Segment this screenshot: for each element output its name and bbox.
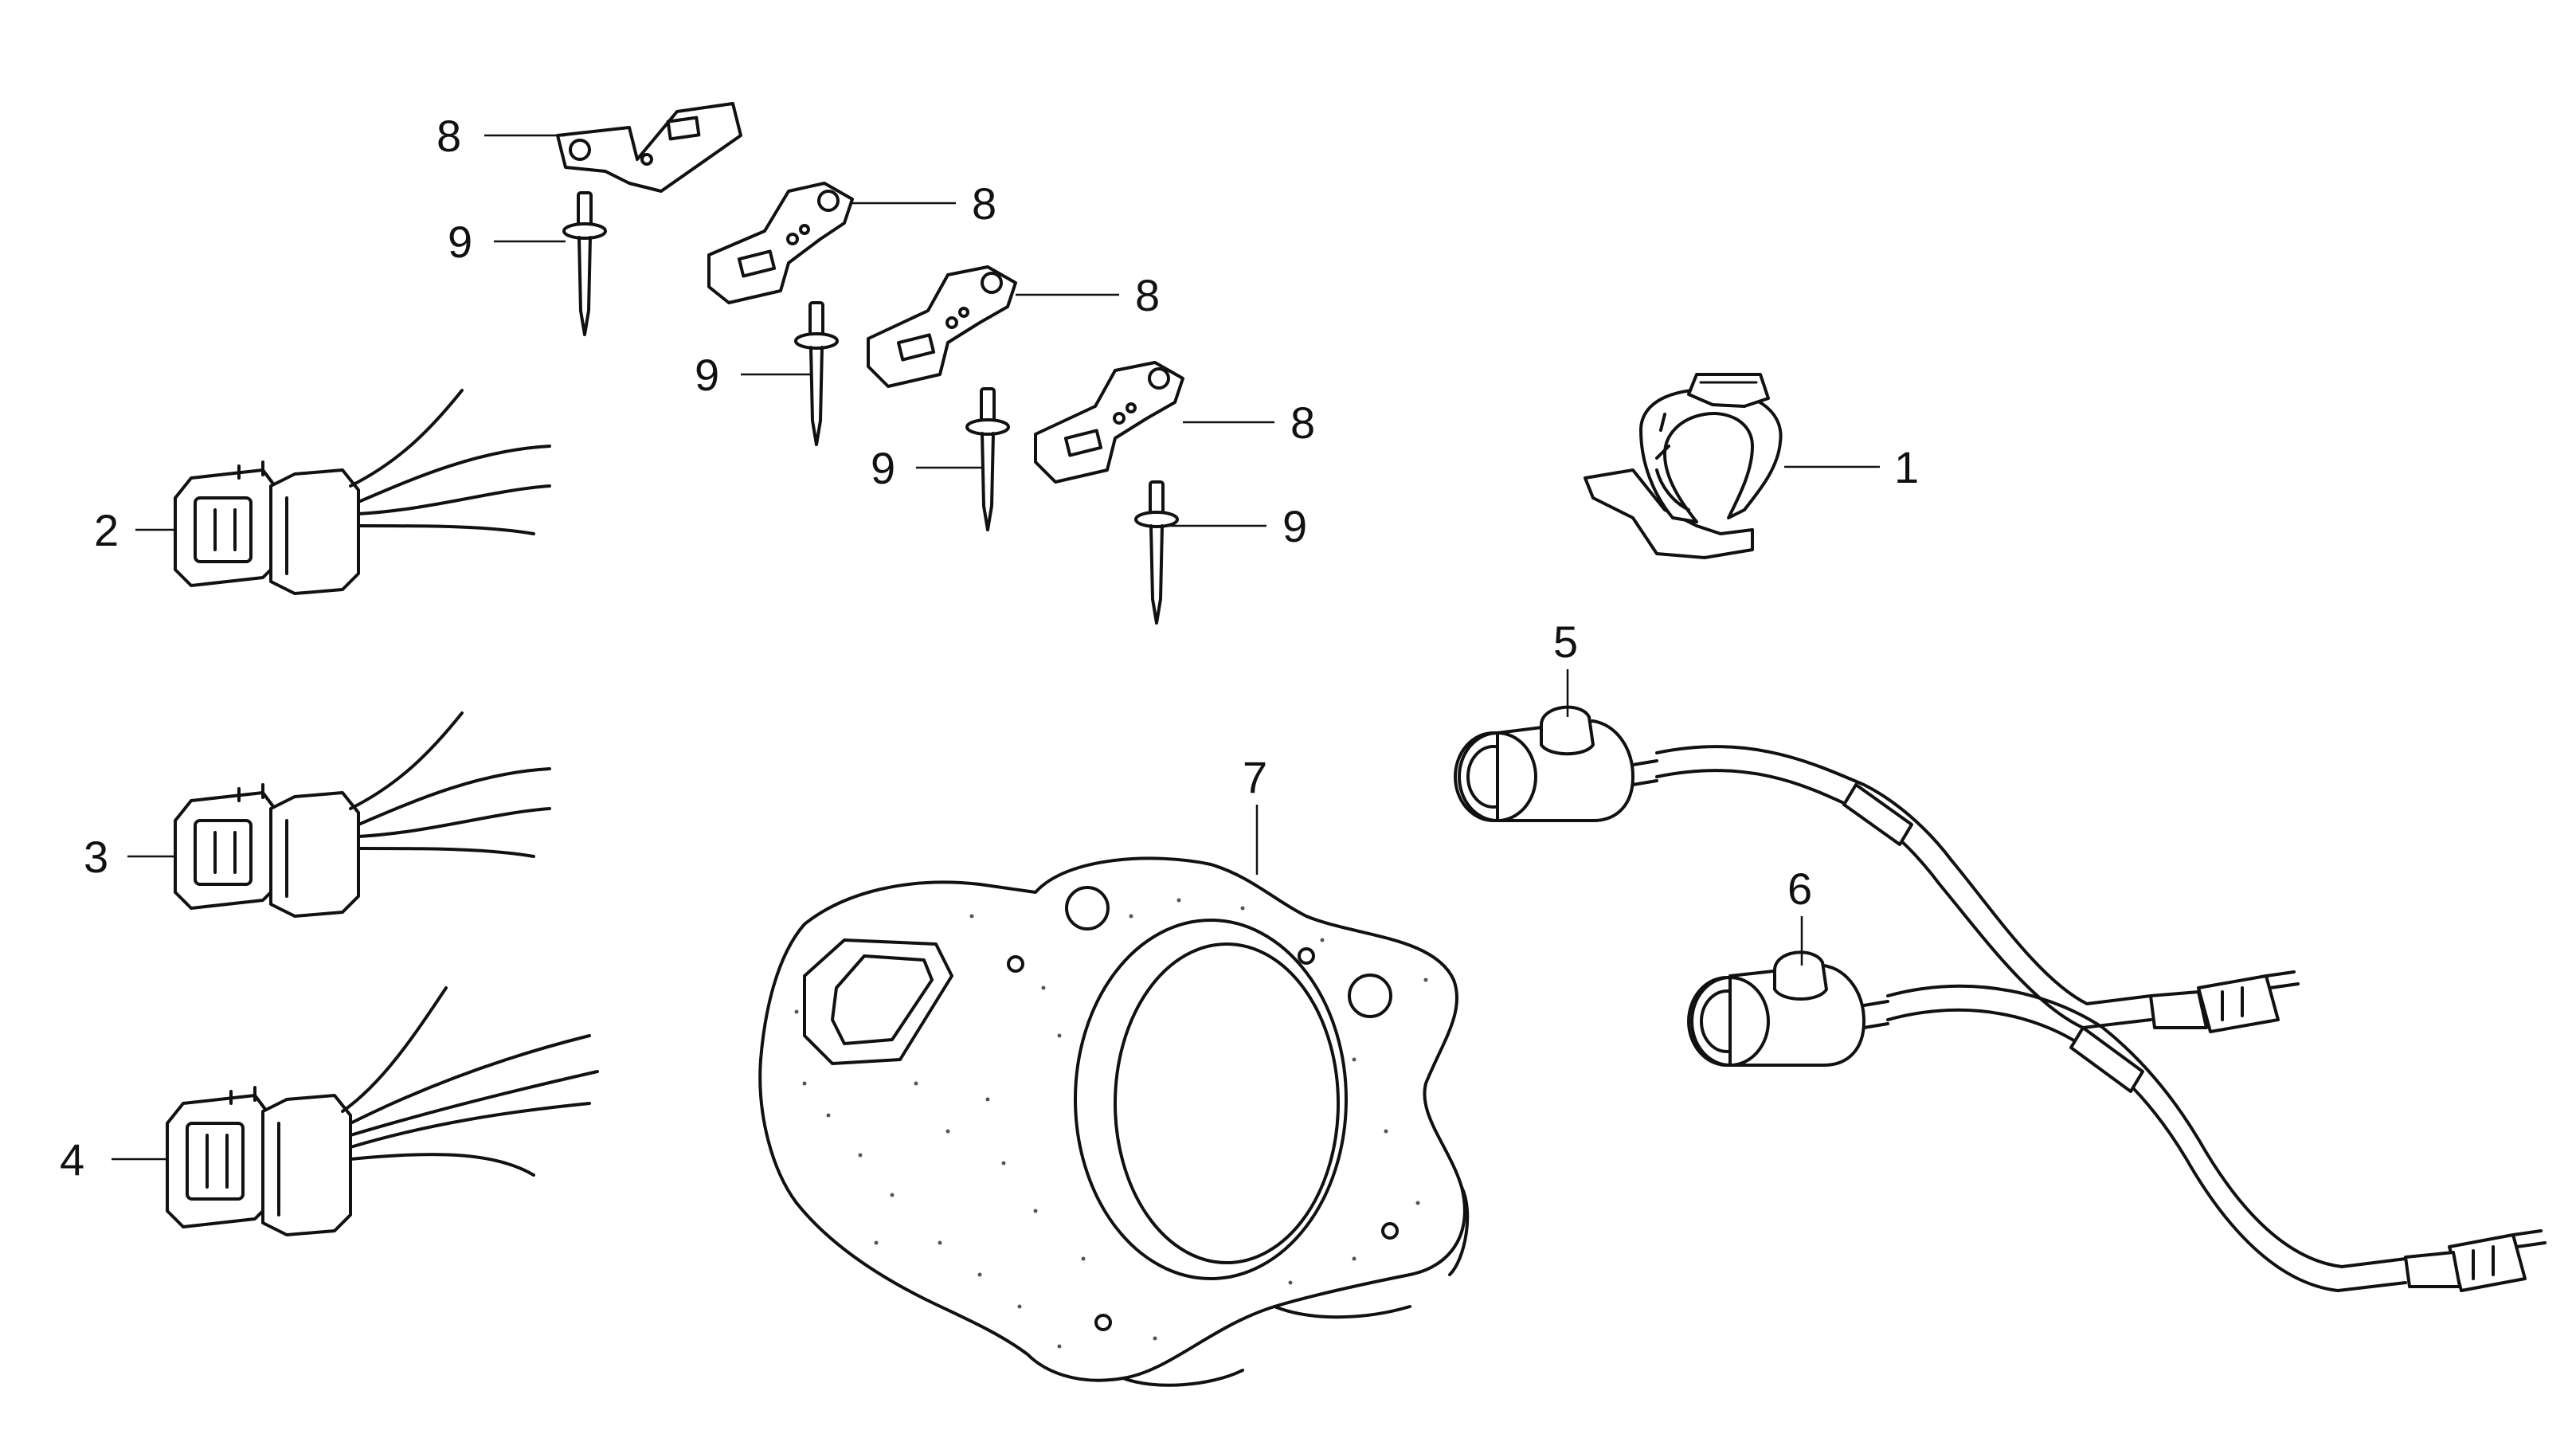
callout-8b: 8: [852, 178, 996, 229]
callout-1: 1: [1784, 442, 1919, 492]
svg-text:2: 2: [94, 505, 119, 555]
svg-text:9: 9: [871, 443, 895, 493]
svg-text:1: 1: [1894, 442, 1919, 492]
connector-4[interactable]: [166, 986, 599, 1236]
callout-5: 5: [1553, 617, 1578, 717]
bracket-8-row3[interactable]: [867, 265, 1017, 388]
bracket-8-top[interactable]: [556, 102, 742, 193]
svg-text:8: 8: [1290, 398, 1315, 448]
callout-9a: 9: [448, 217, 566, 267]
svg-text:5: 5: [1553, 617, 1578, 667]
svg-text:3: 3: [84, 832, 108, 882]
bracket-8-row2[interactable]: [707, 182, 854, 304]
svg-text:9: 9: [695, 350, 719, 400]
pin-9-c[interactable]: [965, 387, 1010, 531]
svg-text:7: 7: [1243, 752, 1267, 802]
bracket-8-row4[interactable]: [1034, 361, 1184, 484]
callout-6: 6: [1787, 864, 1812, 966]
gasket-texture: [794, 898, 1428, 1349]
svg-text:9: 9: [448, 217, 472, 267]
callout-9d: 9: [1163, 501, 1307, 551]
sensor-6[interactable]: [1687, 950, 2547, 1292]
callout-2: 2: [94, 505, 175, 555]
svg-text:4: 4: [60, 1134, 84, 1185]
pin-9-d[interactable]: [1134, 480, 1179, 625]
callout-3: 3: [84, 832, 175, 882]
svg-text:8: 8: [1135, 270, 1160, 320]
callout-7: 7: [1243, 752, 1267, 875]
svg-text:6: 6: [1787, 864, 1812, 914]
gasket-7[interactable]: [758, 856, 1470, 1387]
pin-9-b[interactable]: [794, 301, 839, 446]
callout-9b: 9: [695, 350, 811, 400]
connector-2[interactable]: [174, 389, 551, 595]
callout-9c: 9: [871, 443, 983, 493]
svg-text:8: 8: [437, 111, 461, 161]
pin-9-a[interactable]: [562, 191, 607, 336]
callout-8a: 8: [437, 111, 566, 161]
callout-8d: 8: [1183, 398, 1315, 448]
clamp-1[interactable]: [1584, 373, 1783, 559]
svg-text:8: 8: [972, 178, 996, 229]
connector-3[interactable]: [174, 711, 551, 918]
callout-8c: 8: [1016, 270, 1160, 320]
svg-text:9: 9: [1282, 501, 1307, 551]
callout-4: 4: [60, 1134, 167, 1185]
sensor-5[interactable]: [1454, 705, 2300, 1033]
